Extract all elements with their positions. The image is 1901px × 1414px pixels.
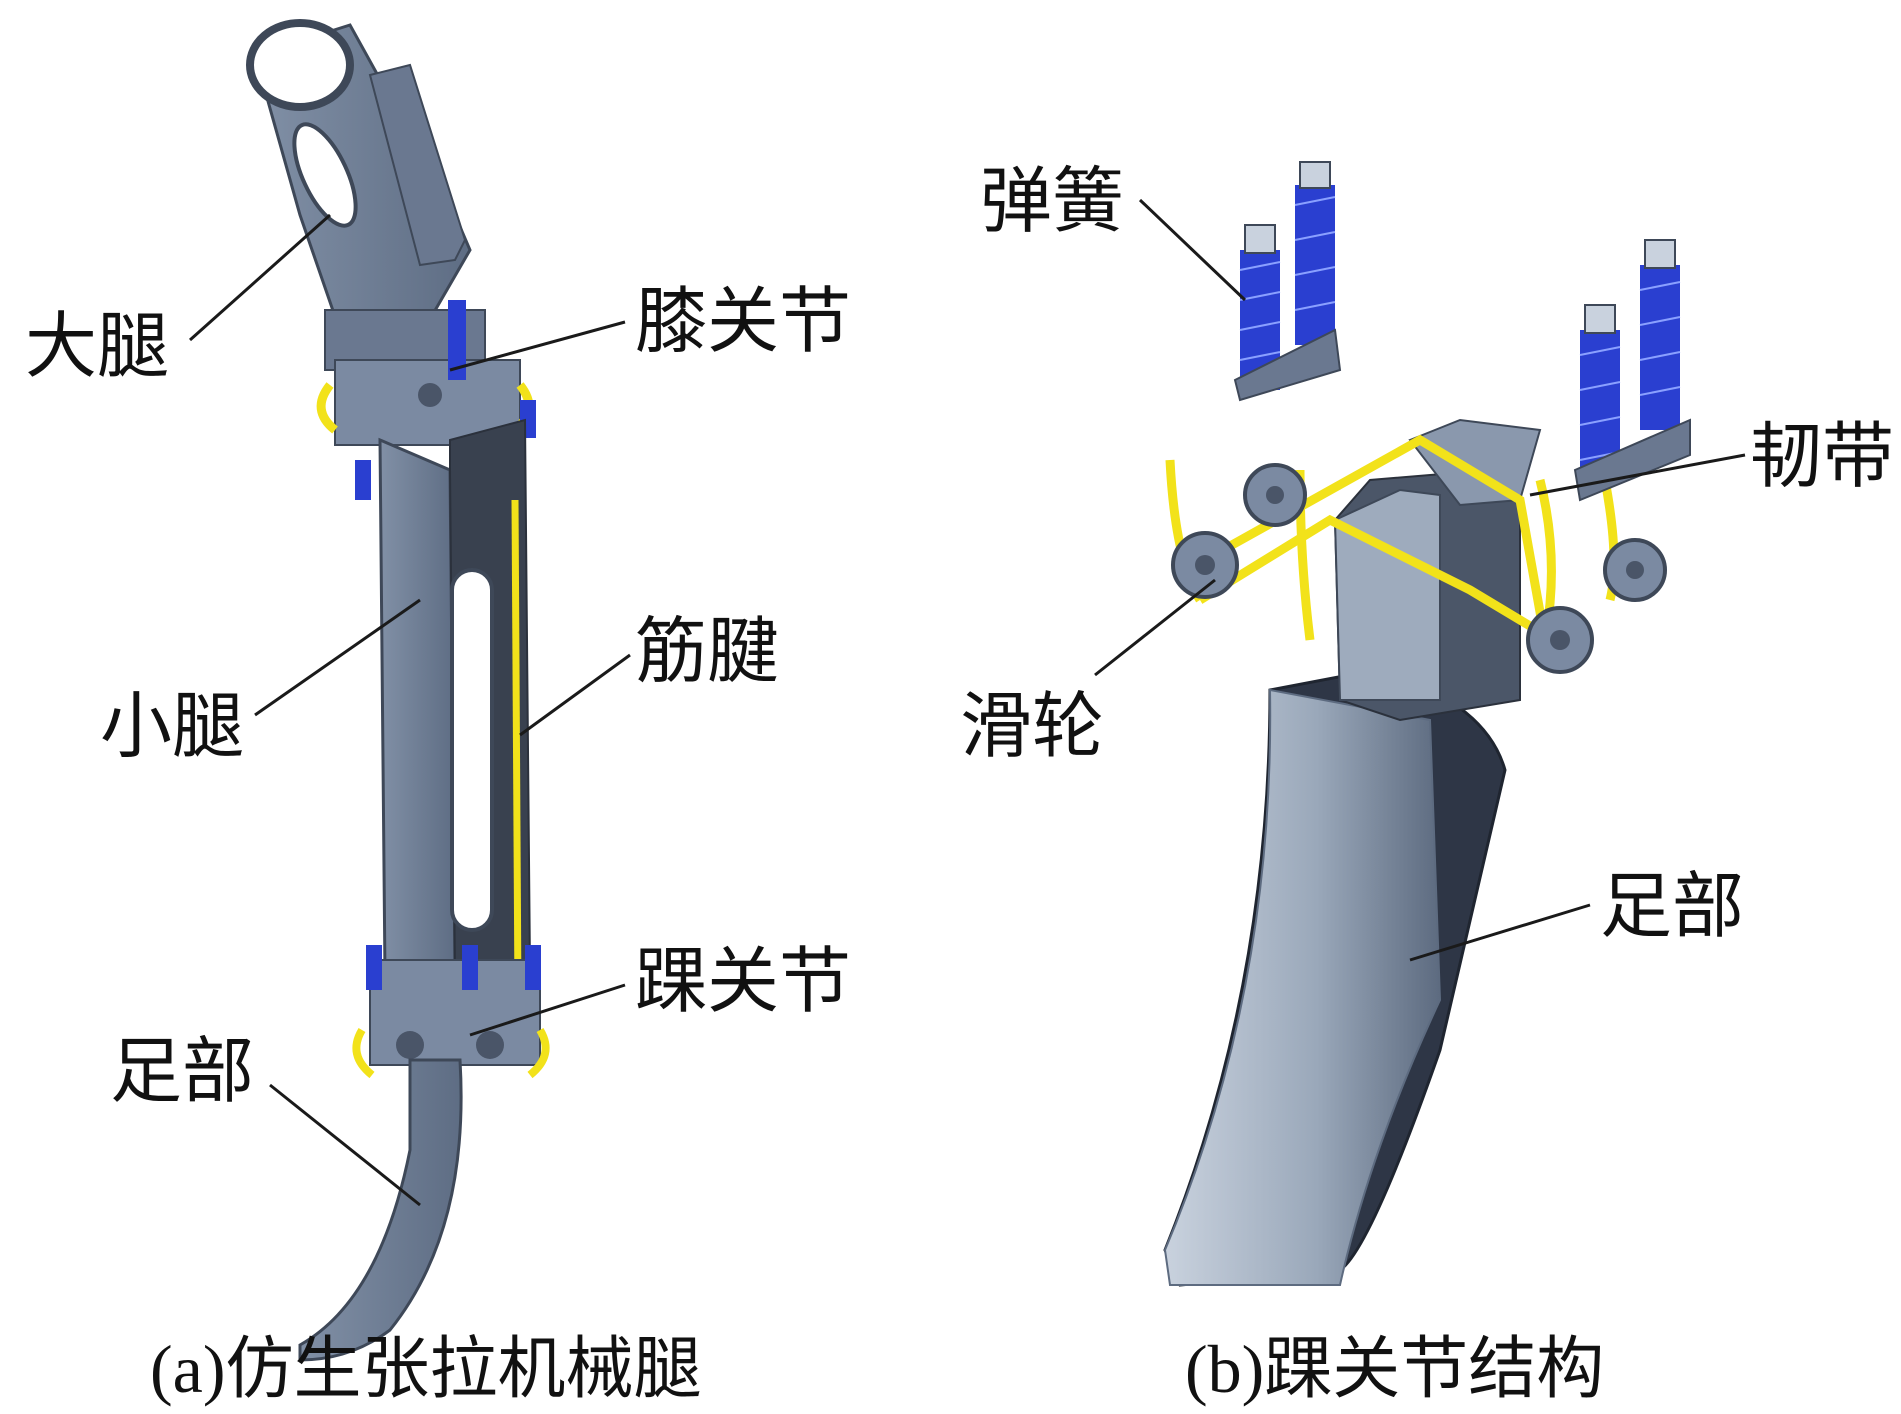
- label-foot-b: 足部: [1600, 864, 1745, 948]
- shank-part: [378, 418, 532, 977]
- caption-panel-b: (b)踝关节结构: [1185, 1331, 1605, 1407]
- panel-a-leader-lines: [189, 213, 631, 1207]
- label-pulley: 滑轮: [960, 684, 1105, 768]
- foot-part-b: [1163, 688, 1442, 1286]
- label-ligament: 韧带: [1750, 414, 1895, 498]
- ankle-mount-block: [1333, 418, 1542, 722]
- label-thigh: 大腿: [25, 304, 170, 388]
- panel-a-leg-model: [246, 19, 550, 1362]
- panel-b-ankle-model: [1163, 161, 1691, 1287]
- tendon-cable: [511, 499, 522, 1001]
- caption-panel-a: (a)仿生张拉机械腿: [150, 1331, 702, 1407]
- label-knee-joint: 膝关节: [635, 279, 852, 363]
- foot-part-a: [298, 1058, 463, 1362]
- panel-b-leader-lines: [1094, 198, 1746, 962]
- label-foot-a: 足部: [110, 1029, 255, 1113]
- label-spring: 弹簧: [980, 159, 1125, 243]
- pulley-wheels: [1171, 463, 1667, 674]
- label-ankle-joint: 踝关节: [635, 939, 852, 1023]
- ankle-joint-part: [352, 945, 550, 1079]
- label-tendon: 筋腱: [635, 609, 780, 693]
- label-shank: 小腿: [100, 684, 245, 768]
